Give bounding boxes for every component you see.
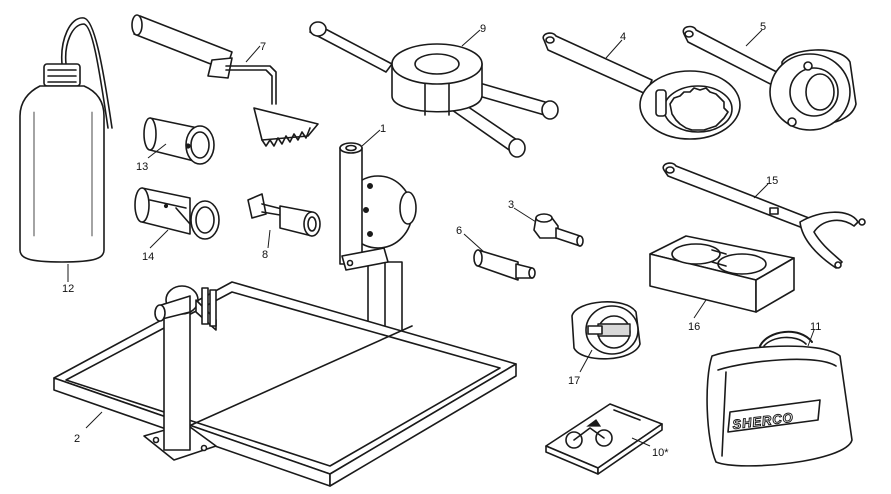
hook-wrench-15: [662, 162, 866, 269]
bolt-puller-8: [247, 193, 321, 237]
label-5: 5: [760, 21, 766, 33]
label-10: 10*: [652, 447, 669, 459]
label-11: 11: [810, 321, 821, 333]
label-12: 12: [62, 283, 74, 295]
callout-labels: 1 2 3 4 5 6 7 8 9 10* 11 12 13 14 15 16 …: [62, 21, 821, 459]
drift-pin-6: [473, 249, 536, 281]
label-17: 17: [568, 375, 580, 387]
label-15: 15: [766, 175, 778, 187]
flywheel-holder-5: [682, 25, 857, 131]
label-2: 2: [74, 433, 80, 445]
owner-manual-10: [545, 403, 663, 475]
label-6: 6: [456, 225, 462, 237]
engine-stand-1: [339, 142, 417, 335]
puller-sleeve-14: [134, 187, 220, 240]
clutch-holder-7: [131, 14, 319, 147]
label-14: 14: [142, 251, 154, 263]
label-9: 9: [480, 23, 486, 35]
label-7: 7: [260, 41, 266, 53]
work-tray-2: [53, 281, 517, 487]
label-8: 8: [262, 249, 268, 261]
label-4: 4: [620, 31, 626, 43]
label-3: 3: [508, 199, 514, 211]
bearing-block-16: [649, 235, 795, 313]
sleeve-tool-13: [143, 117, 215, 165]
label-1: 1: [380, 123, 386, 135]
crankcase-splitter-9: [309, 21, 559, 158]
pin-wrench-4: [542, 32, 741, 140]
leader-lines: [67, 29, 815, 447]
wash-bottle-12: [19, 17, 113, 263]
label-13: 13: [136, 161, 148, 173]
tool-bag-11: [706, 330, 853, 467]
pin-punch-3: [533, 213, 584, 247]
socket-tool-17: [571, 301, 641, 360]
label-16: 16: [688, 321, 700, 333]
